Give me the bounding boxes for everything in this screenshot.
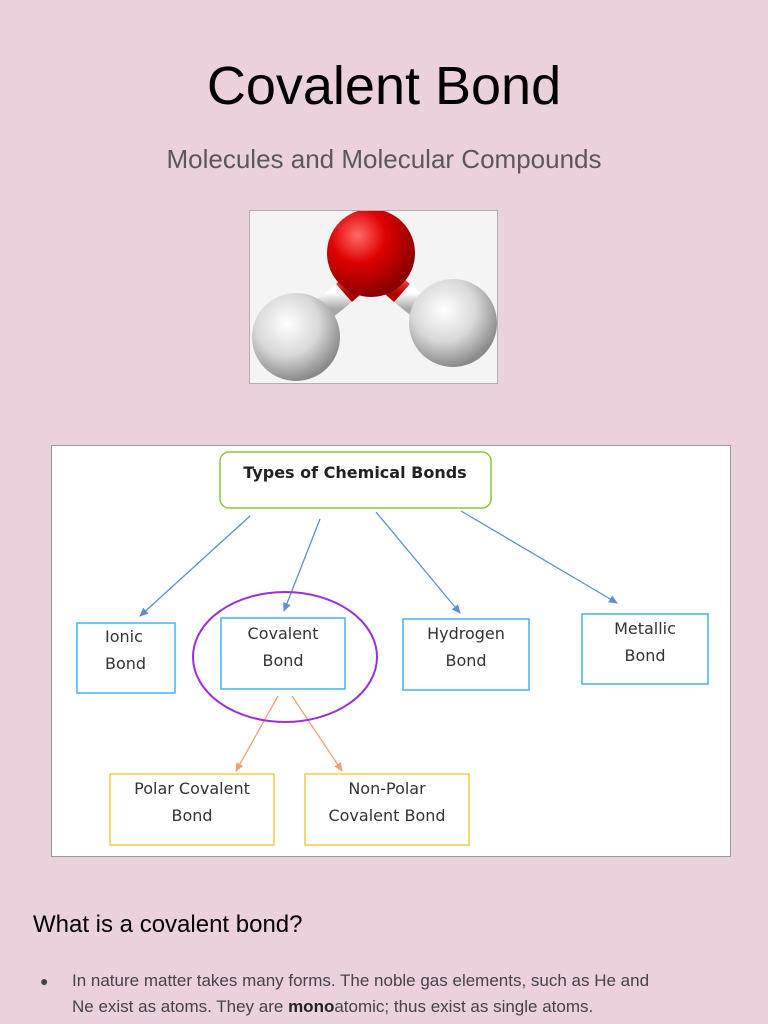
bullet-line-2-pre: Ne exist as atoms. They are xyxy=(72,997,289,1016)
bullet-icon: ● xyxy=(40,973,49,989)
root-box xyxy=(219,451,492,509)
ionic-box xyxy=(76,622,176,694)
hydrogen-label-1: Hydrogen xyxy=(427,624,505,643)
polar-label-2: Bond xyxy=(171,806,212,825)
arrow-to-nonpolar xyxy=(291,695,343,772)
ionic-label-1: Ionic xyxy=(105,627,143,646)
arrow-to-covalent xyxy=(283,518,321,612)
arrow-to-ionic xyxy=(139,515,251,617)
arrow-to-metallic xyxy=(460,510,618,604)
covalent-label-1: Covalent xyxy=(248,624,319,643)
bullet-list: ● In nature matter takes many forms. The… xyxy=(40,968,740,1020)
arrow-to-polar xyxy=(235,695,279,772)
covalent-highlight-circle xyxy=(192,591,378,723)
covalent-box xyxy=(220,617,346,690)
polar-box xyxy=(109,773,275,846)
list-item: ● In nature matter takes many forms. The… xyxy=(40,968,740,1020)
polar-label-1: Polar Covalent xyxy=(134,779,250,798)
metallic-box xyxy=(581,613,709,685)
root-label: Types of Chemical Bonds xyxy=(243,463,466,482)
chemical-bonds-diagram: Types of Chemical Bonds Ionic Bond Coval… xyxy=(51,445,731,857)
bullet-line-2-post: atomic; thus exist as single atoms. xyxy=(334,997,594,1016)
metallic-label-1: Metallic xyxy=(614,619,676,638)
metallic-label-2: Bond xyxy=(624,646,665,665)
water-molecule-image xyxy=(249,209,498,384)
covalent-label-2: Bond xyxy=(262,651,303,670)
hydrogen-label-2: Bond xyxy=(445,651,486,670)
ionic-label-2: Bond xyxy=(105,654,146,673)
section-heading: What is a covalent bond? xyxy=(33,911,303,938)
page-title: Covalent Bond xyxy=(206,56,562,116)
nonpolar-box xyxy=(304,773,470,846)
hydrogen-box xyxy=(402,618,530,691)
bullet-line-1: In nature matter takes many forms. The n… xyxy=(72,971,650,990)
nonpolar-label-1: Non-Polar xyxy=(348,779,426,798)
bullet-bold-word: mono xyxy=(288,997,335,1016)
nonpolar-label-2: Covalent Bond xyxy=(328,806,445,825)
page-subtitle: Molecules and Molecular Compounds xyxy=(166,144,602,174)
arrow-to-hydrogen xyxy=(375,511,461,614)
